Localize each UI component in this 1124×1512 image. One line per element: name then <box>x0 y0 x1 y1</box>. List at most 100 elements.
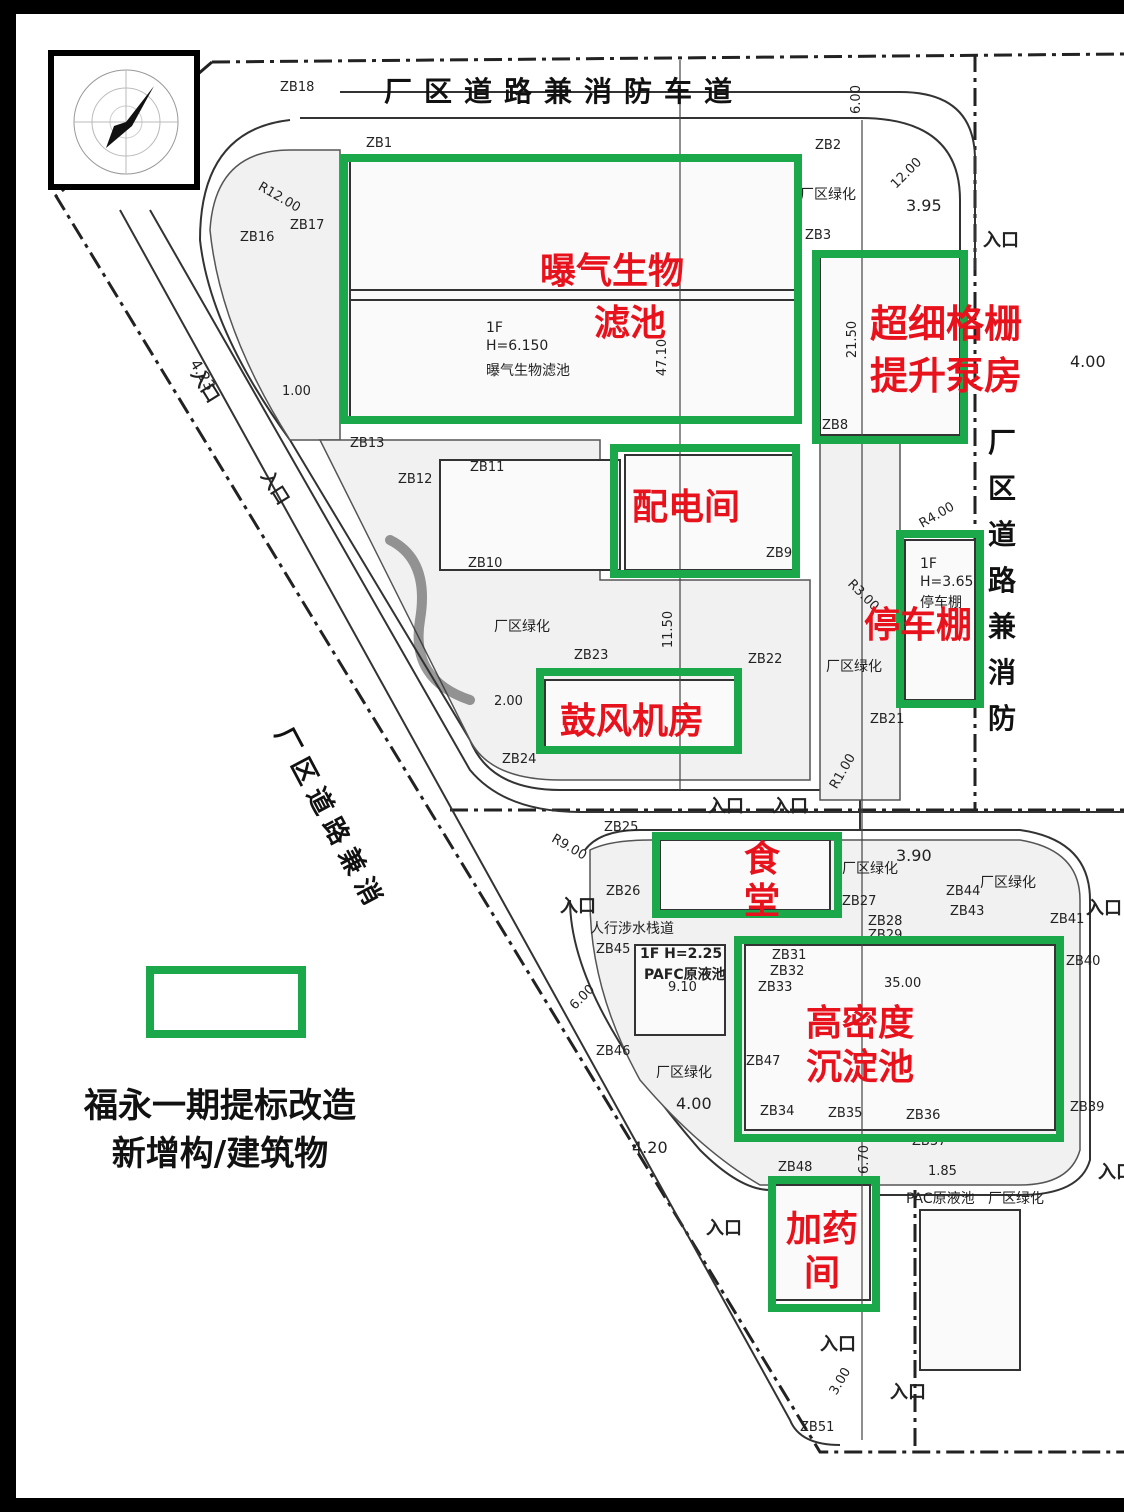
zb-label: ZB47 <box>746 1054 781 1069</box>
pump-room-label-line2: 提升泵房 <box>870 354 1023 398</box>
top-road-label: 厂区道路兼消防车道 <box>384 75 745 108</box>
dimension: 11.50 <box>661 610 677 649</box>
dosing-room-label-line1: 加药 <box>786 1209 859 1250</box>
green-label-2: 厂区绿化 <box>494 619 550 635</box>
green-label-1: 厂区绿化 <box>800 187 856 203</box>
sedimentation-tank-label-line1: 高密度 <box>806 1003 915 1044</box>
canteen-label-line1: 食 <box>744 839 781 880</box>
zb-label: ZB9 <box>766 546 793 561</box>
zb-label: ZB10 <box>468 556 503 571</box>
zb-label: ZB13 <box>350 436 385 451</box>
dimension: 6.00 <box>848 85 864 114</box>
zb-label: ZB48 <box>778 1160 813 1175</box>
zb-label: ZB3 <box>805 228 832 243</box>
zb-label: ZB25 <box>604 820 639 835</box>
zb-label: ZB21 <box>870 712 905 727</box>
canteen-box <box>652 832 842 918</box>
zb-label: ZB43 <box>950 904 985 919</box>
zb-label: ZB23 <box>574 648 609 663</box>
zb-label: ZB8 <box>822 418 849 433</box>
carport-box <box>896 530 984 708</box>
aeration-name: 曝气生物滤池 <box>486 363 570 379</box>
dosing-room-label-line2: 间 <box>804 1253 841 1294</box>
dimension: 4.00 <box>1070 352 1106 371</box>
sedimentation-tank-box <box>734 936 1064 1142</box>
entrance-label-1: 入口 <box>983 230 1019 251</box>
power-room-box <box>610 444 800 578</box>
zb-label: ZB31 <box>772 948 807 963</box>
zb-label: ZB28 <box>868 914 903 929</box>
entrance-label-11: 入口 <box>560 896 596 917</box>
entrance-label-9: 入口 <box>820 1334 856 1355</box>
carport-name: 停车棚 <box>920 595 962 611</box>
green-label-5: 厂区绿化 <box>980 875 1036 891</box>
aeration-height: H=6.150 <box>486 338 549 354</box>
zb-label: ZB40 <box>1066 954 1101 969</box>
blower-room-label: 鼓风机房 <box>560 701 705 742</box>
entrance-label-4: 入口 <box>708 796 744 817</box>
green-label-6: 厂区绿化 <box>656 1065 712 1081</box>
zb-label: ZB39 <box>1070 1100 1105 1115</box>
dimension: 3.95 <box>906 196 942 215</box>
entrance-label-7: 入口 <box>1098 1162 1124 1183</box>
carport-floor: 1F <box>920 556 937 572</box>
legend-line1: 福永一期提标改造 <box>84 1086 356 1126</box>
zb-label: ZB26 <box>606 884 641 899</box>
zb-label: ZB35 <box>828 1106 863 1121</box>
canteen-label-line2: 堂 <box>744 881 781 922</box>
legend-line2: 新增构/建筑物 <box>111 1134 329 1174</box>
zb-label: ZB17 <box>290 218 325 233</box>
green-label-3: 厂区绿化 <box>826 659 882 675</box>
carport-height: H=3.65 <box>920 574 974 590</box>
zb-label: ZB24 <box>502 752 537 767</box>
dimension: 4.20 <box>632 1138 668 1157</box>
sedimentation-tank-label-line2: 沉淀池 <box>806 1047 915 1088</box>
pump-room-label-line1: 超细格栅 <box>870 302 1023 346</box>
pump-room-box <box>812 250 968 444</box>
right-road-label: 厂区道路兼消防 <box>988 426 1017 735</box>
zb-label: ZB51 <box>800 1420 835 1435</box>
zb-label: ZB36 <box>906 1108 941 1123</box>
zb-label: ZB1 <box>366 136 393 151</box>
aeration-filter-label-line2: 滤池 <box>594 303 667 344</box>
legend-swatch <box>146 966 306 1038</box>
zb-label: ZB16 <box>240 230 275 245</box>
walkway-label: 人行涉水栈道 <box>590 921 674 937</box>
dimension: 3.90 <box>896 846 932 865</box>
wind-rose-icon <box>73 69 179 175</box>
zb-label: ZB32 <box>770 964 805 979</box>
dimension: 1.00 <box>282 384 311 399</box>
pafc-floor: 1F H=2.25 <box>640 946 723 962</box>
dimension: 6.70 <box>856 1145 872 1174</box>
entrance-label-10: 入口 <box>890 1382 926 1403</box>
entrance-label-6: 入口 <box>1086 898 1122 919</box>
blower-room-box <box>536 668 742 754</box>
structures <box>349 159 1056 1371</box>
zb-label: ZB33 <box>758 980 793 995</box>
zb-label: ZB11 <box>470 460 505 475</box>
zb-label: ZB22 <box>748 652 783 667</box>
zb-label: ZB46 <box>596 1044 631 1059</box>
wind-rose <box>48 50 200 190</box>
zb-label: ZB18 <box>280 80 315 95</box>
dimension: 9.10 <box>668 980 697 995</box>
pafc-name: PAFC原液池 <box>644 967 726 983</box>
dimension: 35.00 <box>884 976 922 991</box>
road-outlines <box>119 91 1124 1446</box>
zb-label: ZB44 <box>946 884 981 899</box>
entrance-label-8: 入口 <box>706 1218 742 1239</box>
zb-label: ZB34 <box>760 1104 795 1119</box>
zb-label: ZB27 <box>842 894 877 909</box>
dosing-room-box <box>768 1176 880 1312</box>
aeration-floor: 1F <box>486 320 503 336</box>
zb-label: ZB2 <box>815 138 842 153</box>
zb-label: ZB45 <box>596 942 631 957</box>
carport-label: 停车棚 <box>864 605 973 646</box>
zb-label: ZB41 <box>1050 912 1085 927</box>
green-label-4: 厂区绿化 <box>842 861 898 877</box>
entrance-label-5: 入口 <box>772 796 808 817</box>
dimension: 2.00 <box>494 694 523 709</box>
aeration-filter-label-line1: 曝气生物 <box>540 251 685 292</box>
garden-path <box>385 535 475 705</box>
